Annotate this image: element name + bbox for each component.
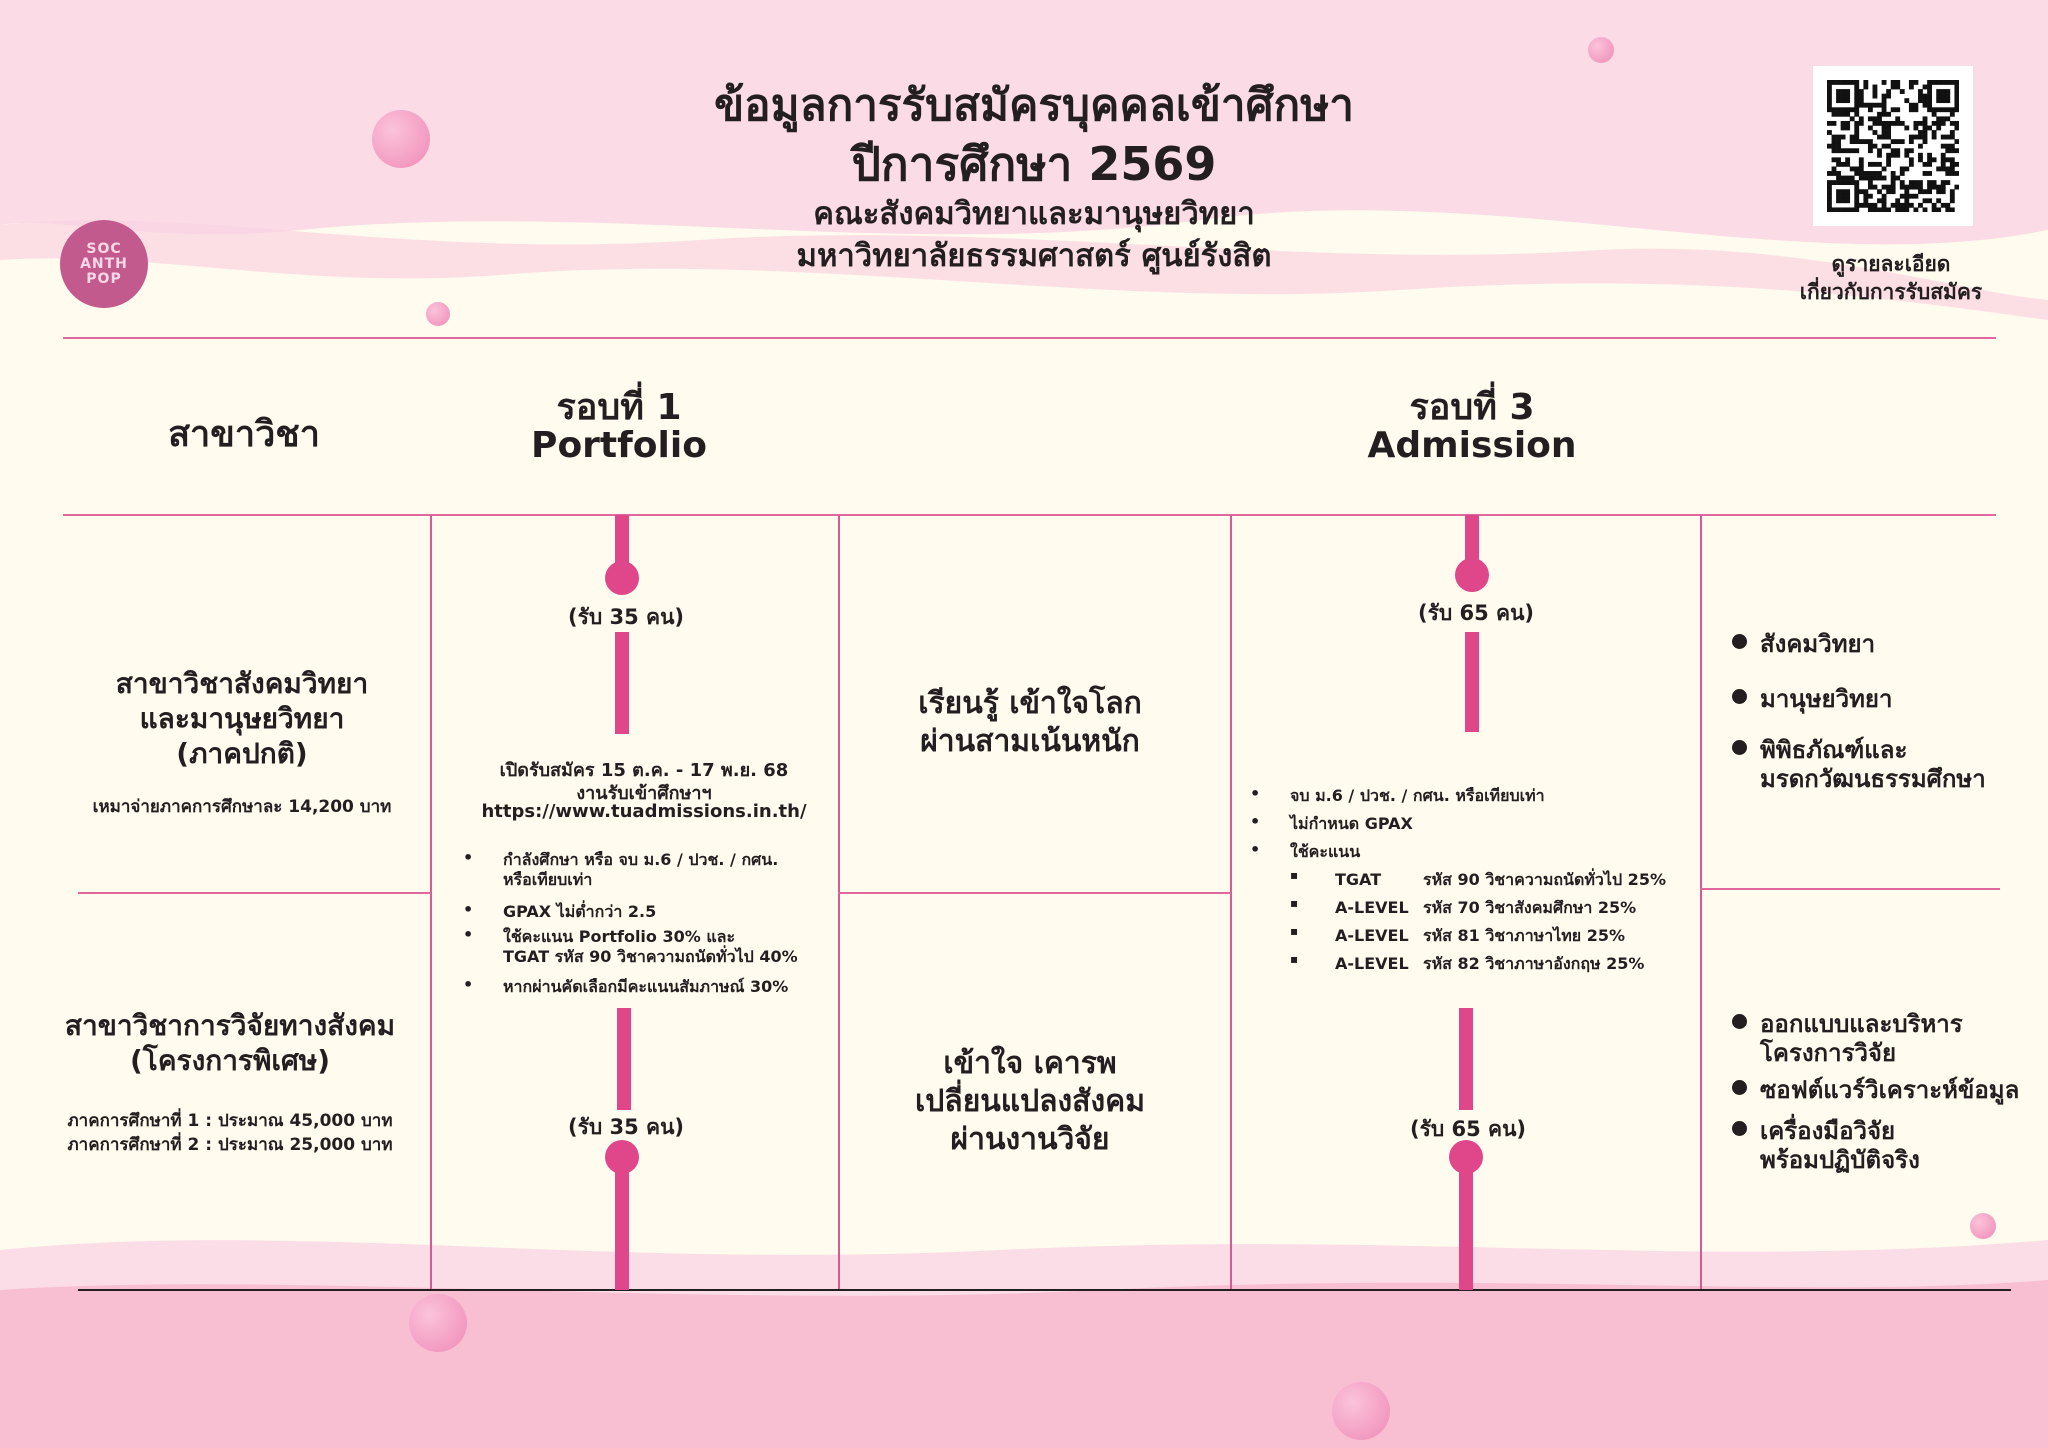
timeline-bar bbox=[1459, 1008, 1473, 1110]
page-title: ข้อมูลการรับสมัครบุคคลเข้าศึกษา bbox=[714, 80, 1354, 131]
academic-year: ปีการศึกษา 2569 bbox=[851, 137, 1217, 191]
criteria-item: •จบ ม.6 / ปวช. / กศน. หรือเทียบเท่า bbox=[1250, 784, 1545, 805]
score-item: ▪ TGAT รหัส 90 วิชาความถนัดทั่วไป 25% bbox=[1290, 868, 1666, 893]
divider bbox=[1700, 888, 2000, 890]
divider bbox=[1700, 515, 1702, 1290]
decor-circle bbox=[1970, 1213, 1996, 1239]
quota: (รับ 35 คน) bbox=[567, 1115, 685, 1139]
test-subject: รหัส 90 วิชาความถนัดทั่วไป 25% bbox=[1423, 870, 1666, 889]
quota: (รับ 35 คน) bbox=[567, 605, 685, 629]
university-name: มหาวิทยาลัยธรรมศาสตร์ ศูนย์รังสิต bbox=[796, 238, 1272, 274]
timeline-bar bbox=[615, 1157, 629, 1290]
decor-circle bbox=[1332, 1382, 1390, 1440]
decor-circle bbox=[1588, 37, 1614, 63]
test-subject: รหัส 70 วิชาสังคมศึกษา 25% bbox=[1423, 898, 1637, 917]
timeline-bar bbox=[615, 632, 629, 734]
program-name: และมานุษยวิทยา bbox=[139, 702, 345, 735]
bullet-icon: • bbox=[1250, 840, 1261, 859]
timeline-bar bbox=[1459, 1157, 1473, 1290]
decor-circle bbox=[426, 302, 450, 326]
test-name: A-LEVEL bbox=[1335, 898, 1409, 917]
focus-item: ออกแบบและบริหาร bbox=[1732, 1004, 1963, 1043]
criteria-item: •กำลังศึกษา หรือ จบ ม.6 / ปวช. / กศน. bbox=[463, 848, 779, 869]
focus-item: พร้อมปฏิบัติจริง bbox=[1760, 1146, 1920, 1174]
column-header-round3-sub: Admission bbox=[1367, 425, 1577, 466]
criteria-item: •หากผ่านคัดเลือกมีคะแนนสัมภาษณ์ 30% bbox=[463, 975, 789, 996]
bullet-icon: • bbox=[463, 848, 474, 867]
column-header-round1: รอบที่ 1 bbox=[556, 387, 682, 428]
round1-office: งานรับเข้าศึกษาฯ bbox=[576, 783, 712, 804]
program-fee: ภาคการศึกษาที่ 2 : ประมาณ 25,000 บาท bbox=[67, 1135, 393, 1155]
test-name: A-LEVEL bbox=[1335, 954, 1409, 973]
column-header-program: สาขาวิชา bbox=[168, 414, 320, 455]
divider bbox=[430, 515, 432, 1290]
program-name: (ภาคปกติ) bbox=[176, 737, 308, 770]
tagline: เปลี่ยนแปลงสังคม bbox=[915, 1084, 1145, 1119]
tagline: ผ่านงานวิจัย bbox=[950, 1122, 1110, 1157]
test-subject: รหัส 82 วิชาภาษาอังกฤษ 25% bbox=[1423, 954, 1645, 973]
bullet-icon: • bbox=[1250, 812, 1261, 831]
bullet-icon: ▪ bbox=[1290, 952, 1299, 966]
decor-circle bbox=[372, 110, 430, 168]
focus-item: มรดกวัฒนธรรมศึกษา bbox=[1760, 765, 1986, 793]
divider bbox=[838, 515, 840, 1290]
divider bbox=[838, 892, 1231, 894]
test-subject: รหัส 81 วิชาภาษาไทย 25% bbox=[1423, 926, 1626, 945]
bottom-line bbox=[78, 1289, 2011, 1291]
bullet-icon: ▪ bbox=[1290, 924, 1299, 938]
criteria-item: หรือเทียบเท่า bbox=[503, 870, 593, 889]
bullet-icon: • bbox=[1250, 784, 1261, 803]
program-name: สาขาวิชาการวิจัยทางสังคม bbox=[64, 1009, 396, 1042]
faculty-name: คณะสังคมวิทยาและมานุษยวิทยา bbox=[813, 196, 1255, 232]
test-name: TGAT bbox=[1335, 870, 1382, 889]
divider bbox=[1230, 515, 1232, 1290]
score-item: ▪ A-LEVEL รหัส 82 วิชาภาษาอังกฤษ 25% bbox=[1290, 952, 1645, 977]
focus-item: โครงการวิจัย bbox=[1760, 1039, 1897, 1067]
round1-url[interactable]: https://www.tuadmissions.in.th/ bbox=[481, 801, 807, 822]
test-name: A-LEVEL bbox=[1335, 926, 1409, 945]
quota: (รับ 65 คน) bbox=[1417, 601, 1535, 625]
focus-item: สังคมวิทยา bbox=[1731, 624, 1875, 663]
divider bbox=[78, 892, 431, 894]
column-header-round1-sub: Portfolio bbox=[531, 425, 707, 466]
timeline-bar bbox=[1465, 632, 1479, 732]
criteria-item: TGAT รหัส 90 วิชาความถนัดทั่วไป 40% bbox=[503, 947, 798, 966]
focus-item: พิพิธภัณฑ์และ bbox=[1731, 730, 1907, 769]
qr-caption: ดูรายละเอียด bbox=[1831, 252, 1951, 276]
column-header-round3: รอบที่ 3 bbox=[1409, 387, 1535, 428]
focus-item: มานุษยวิทยา bbox=[1731, 679, 1892, 718]
qr-code[interactable] bbox=[1813, 66, 1973, 226]
score-item: ▪ A-LEVEL รหัส 70 วิชาสังคมศึกษา 25% bbox=[1290, 896, 1637, 921]
round1-period: เปิดรับสมัคร 15 ต.ค. - 17 พ.ย. 68 bbox=[499, 760, 789, 781]
timeline-dot bbox=[1455, 558, 1489, 592]
qr-caption: เกี่ยวกับการรับสมัคร bbox=[1799, 280, 1983, 304]
criteria-item: •GPAX ไม่ต่ำกว่า 2.5 bbox=[463, 900, 657, 921]
bullet-icon: • bbox=[463, 925, 474, 944]
bullet-icon: • bbox=[463, 975, 474, 994]
timeline-dot bbox=[605, 561, 639, 595]
program-fee: เหมาจ่ายภาคการศึกษาละ 14,200 บาท bbox=[92, 797, 392, 817]
program-fee: ภาคการศึกษาที่ 1 : ประมาณ 45,000 บาท bbox=[67, 1111, 393, 1131]
score-item: ▪ A-LEVEL รหัส 81 วิชาภาษาไทย 25% bbox=[1290, 924, 1626, 949]
focus-item: เครื่องมือวิจัย bbox=[1731, 1111, 1895, 1150]
criteria-item: •ไม่กำหนด GPAX bbox=[1250, 812, 1413, 833]
program-name: สาขาวิชาสังคมวิทยา bbox=[115, 667, 369, 700]
timeline-bar bbox=[617, 1008, 631, 1110]
bullet-icon: • bbox=[463, 900, 474, 919]
tagline: เข้าใจ เคารพ bbox=[943, 1046, 1117, 1081]
focus-item: ซอฟต์แวร์วิเคราะห์ข้อมูล bbox=[1731, 1070, 2019, 1109]
tagline: เรียนรู้ เข้าใจโลก bbox=[918, 686, 1142, 721]
tagline: ผ่านสามเน้นหนัก bbox=[920, 724, 1140, 759]
decor-circle bbox=[409, 1294, 467, 1352]
criteria-item: •ใช้คะแนน Portfolio 30% และ bbox=[463, 925, 736, 946]
bullet-icon: ▪ bbox=[1290, 868, 1299, 882]
quota: (รับ 65 คน) bbox=[1409, 1117, 1527, 1141]
criteria-item: •ใช้คะแนน bbox=[1250, 840, 1361, 861]
divider bbox=[63, 514, 1996, 516]
divider bbox=[63, 337, 1996, 339]
program-name: (โครงการพิเศษ) bbox=[129, 1044, 331, 1077]
bullet-icon: ▪ bbox=[1290, 896, 1299, 910]
